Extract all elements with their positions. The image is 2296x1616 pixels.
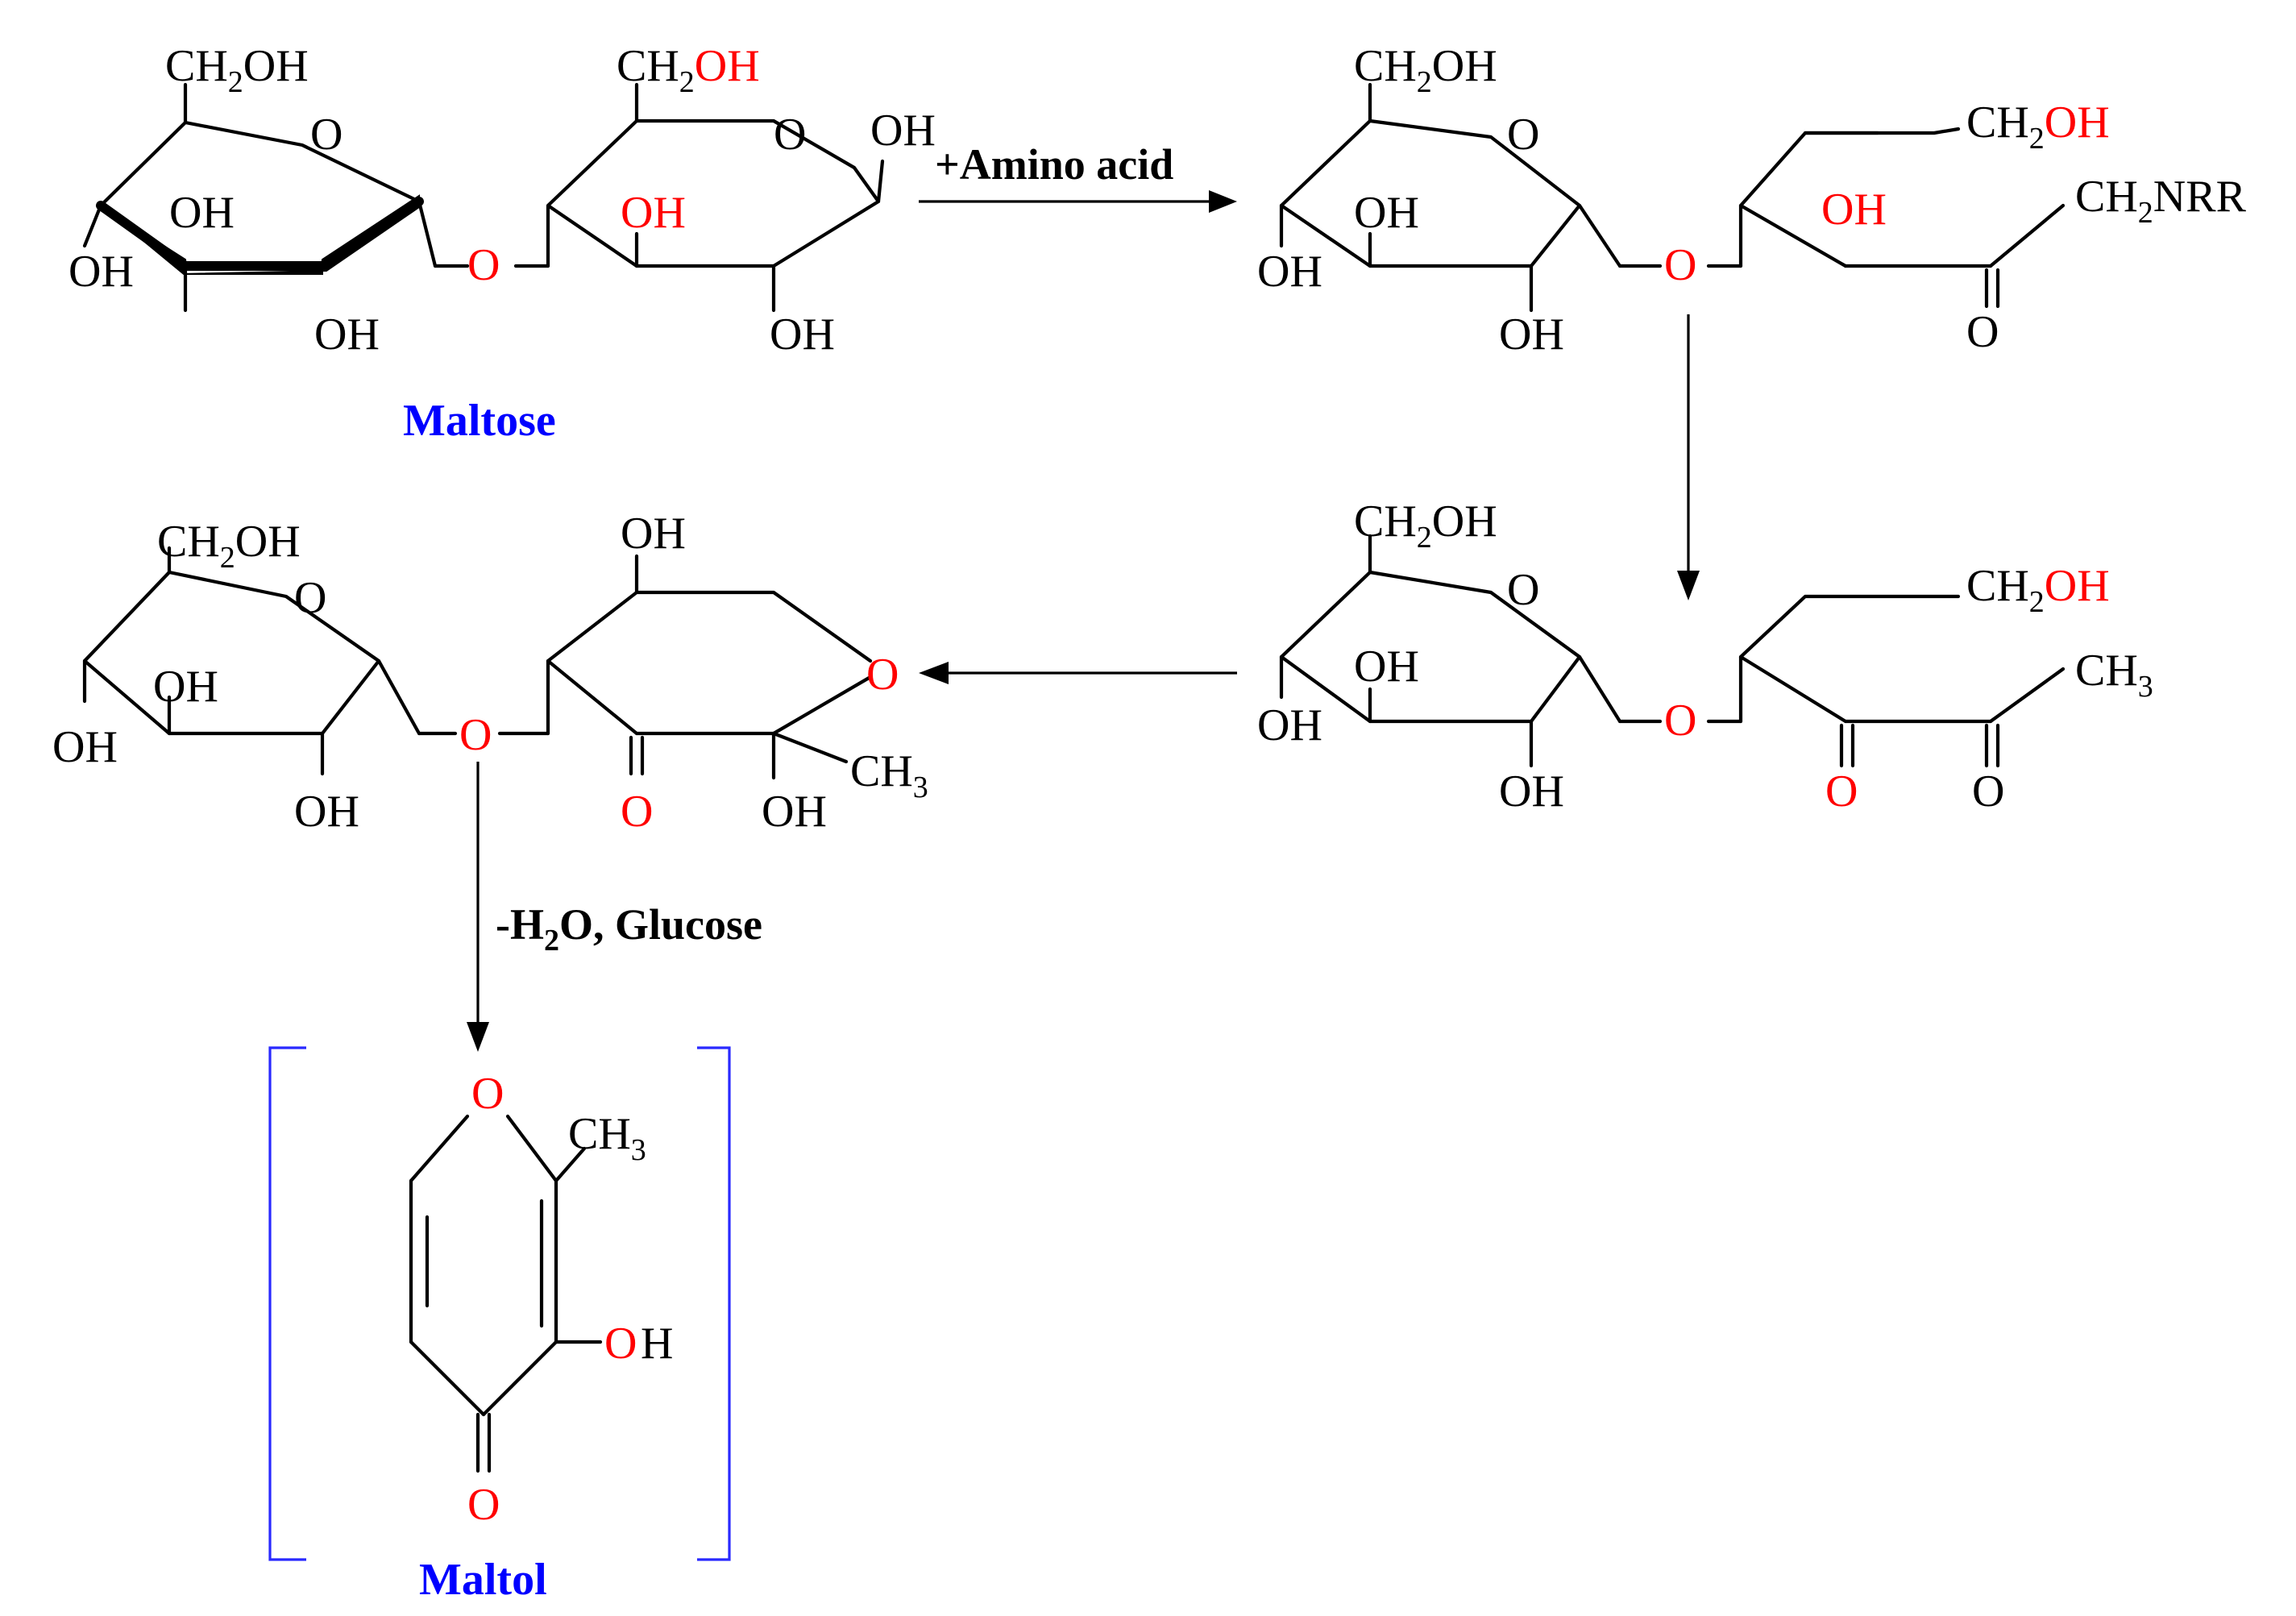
- amadori-intermediate-structure: CH2OH O OH OH OH O CH2OH OH O CH2NRR: [1257, 41, 2247, 359]
- label-ring-o: O: [774, 110, 806, 160]
- label-oh: OH: [1499, 766, 1564, 816]
- label-ring-o: O: [471, 1069, 504, 1119]
- label-ch2oh: CH2OH: [617, 41, 760, 99]
- label-oh-h: H: [641, 1319, 673, 1369]
- label-oh: OH: [1257, 700, 1322, 750]
- label-glycosidic-o: O: [1664, 696, 1696, 746]
- label-ch2oh: CH2OH: [1354, 41, 1497, 99]
- maltol-structure: O CH3 O H O Maltol: [268, 1046, 731, 1605]
- diketone-intermediate-structure: CH2OH O OH OH OH O CH2OH CH3 O O: [1257, 496, 2153, 816]
- label-oh: OH: [1354, 642, 1419, 692]
- label-ring-o: O: [1507, 110, 1539, 160]
- label-ch2oh: CH2OH: [165, 41, 309, 99]
- label-oh: OH: [314, 309, 380, 359]
- label-glycosidic-o: O: [1664, 240, 1696, 290]
- condition-amino-acid: +Amino acid: [935, 140, 1173, 189]
- arrow-down-right: [1677, 314, 1700, 600]
- label-glycosidic-o: O: [459, 710, 492, 760]
- label-glycosidic-o: O: [467, 240, 500, 290]
- label-ch3: CH3: [850, 746, 928, 804]
- label-ch2oh: CH2OH: [157, 517, 301, 575]
- label-ch2oh: CH2OH: [1966, 561, 2110, 619]
- caption-maltose: Maltose: [403, 396, 556, 446]
- label-oh: OH: [1821, 185, 1887, 235]
- label-oh: OH: [153, 662, 218, 712]
- label-ch3: CH3: [2075, 646, 2153, 704]
- arrow-left: [919, 662, 1237, 684]
- label-oh: OH: [69, 247, 134, 297]
- label-carbonyl-o: O: [1966, 307, 1999, 357]
- label-ring-o: O: [1507, 565, 1539, 615]
- cyclic-intermediate-structure: CH2OH O OH OH OH O OH O O OH CH3: [52, 509, 928, 837]
- label-ch2nrr: CH2NRR: [2075, 172, 2247, 230]
- label-oh: OH: [621, 509, 686, 559]
- label-oh: OH: [169, 188, 235, 238]
- arrow-amino-acid: +Amino acid: [919, 140, 1237, 213]
- label-oh: OH: [1499, 309, 1564, 359]
- maltose-structure: CH2OH O OH OH OH O CH2OH O OH OH OH Malt…: [69, 41, 936, 446]
- condition-dehydration: -H2O, Glucose: [496, 900, 762, 958]
- label-oh: OH: [770, 309, 835, 359]
- label-oh: OH: [870, 106, 936, 156]
- bracket-left: [268, 1046, 306, 1561]
- label-ch2oh: CH2OH: [1966, 98, 2110, 156]
- arrow-dehydration: -H2O, Glucose: [467, 762, 762, 1052]
- label-oh: OH: [762, 787, 827, 837]
- label-carbonyl-o: O: [621, 787, 653, 837]
- label-ring-o: O: [866, 650, 899, 700]
- label-carbonyl-o: O: [467, 1480, 500, 1530]
- bracket-right: [697, 1046, 731, 1561]
- caption-maltol: Maltol: [419, 1555, 547, 1605]
- label-oh: OH: [294, 787, 359, 837]
- label-oh: O: [604, 1319, 637, 1369]
- label-oh: OH: [1257, 247, 1322, 297]
- label-ring-o: O: [294, 573, 326, 623]
- label-oh: OH: [621, 188, 686, 238]
- label-ring-o: O: [310, 110, 343, 160]
- label-ch2oh: CH2OH: [1354, 496, 1497, 555]
- label-ch3: CH3: [568, 1109, 646, 1167]
- label-carbonyl-o: O: [1825, 766, 1858, 816]
- label-oh: OH: [52, 722, 118, 772]
- label-carbonyl-o: O: [1972, 766, 2004, 816]
- label-oh: OH: [1354, 188, 1419, 238]
